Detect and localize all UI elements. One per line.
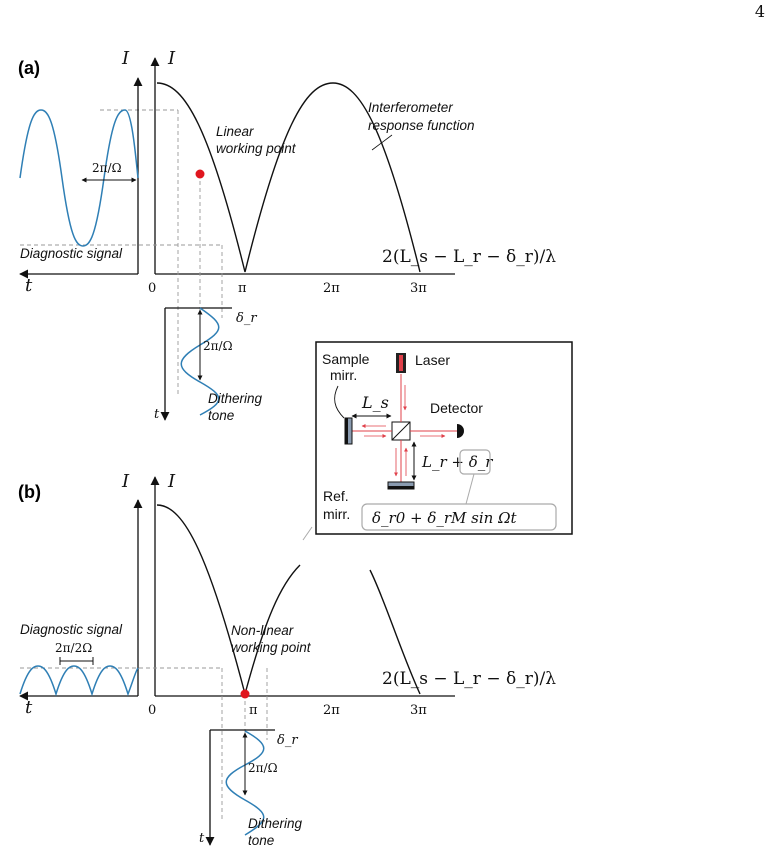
y-axis-label-b: I — [167, 471, 176, 492]
response-label-1: Interferometer — [368, 100, 453, 115]
dither-time-label: t — [154, 407, 160, 422]
diag-y-label: I — [121, 48, 130, 69]
diag-label: Diagnostic signal — [20, 246, 123, 261]
diag-signal-wave — [19, 109, 139, 247]
diag-label-b: Diagnostic signal — [20, 622, 123, 637]
diag-signal-wave-b — [19, 665, 139, 697]
dither-label-2: tone — [208, 408, 234, 423]
diag-period-label-b: 2π/2Ω — [55, 641, 92, 655]
dither-period-label: 2π/Ω — [203, 339, 233, 353]
x-axis-label: 2(L_s − L_r − δ_r)/λ — [382, 247, 556, 267]
panel-a-label: (a) — [18, 58, 40, 78]
time-label-b: t — [25, 697, 33, 718]
dither-axis-label: δ_r — [236, 311, 257, 326]
dither-label-b-2: tone — [248, 833, 274, 848]
panel-a: (a) I 0 π 2π 3π 2(L_s − L_r − δ_r)/λ Int… — [18, 48, 556, 423]
tick-2pi-b: 2π — [323, 703, 340, 718]
dither-label-b-1: Dithering — [248, 816, 303, 831]
ref-label-2: mirr. — [323, 506, 350, 522]
panel-b-label: (b) — [18, 482, 41, 502]
detector-icon — [457, 424, 464, 438]
tick-0-b: 0 — [148, 703, 156, 718]
sample-label-1: Sample — [322, 351, 370, 367]
tick-2pi: 2π — [323, 281, 340, 296]
working-point-label-1: Linear — [216, 124, 254, 139]
response-curve-b — [156, 504, 301, 697]
tick-0: 0 — [148, 281, 156, 296]
setup-box — [315, 341, 573, 535]
dither-axis-label-b: δ_r — [277, 733, 298, 748]
dither-period-label-b: 2π/Ω — [248, 761, 278, 775]
ls-label: L_s — [361, 393, 389, 412]
sample-label-2: mirr. — [330, 367, 357, 383]
response-curve — [156, 82, 421, 273]
lr-label: L_r + δ_r — [421, 453, 493, 471]
ref-label-1: Ref. — [323, 488, 349, 504]
working-point-label-b-2: working point — [231, 640, 312, 655]
laser-label: Laser — [415, 352, 450, 368]
working-point-label-2: working point — [216, 141, 297, 156]
panel-b: (b) I 0 π 2π 3π 2(L_s − L_r − δ_r)/λ Non… — [18, 471, 556, 848]
tick-3pi: 3π — [410, 281, 427, 296]
tick-pi: π — [238, 281, 247, 296]
time-label: t — [25, 275, 33, 296]
diag-period-label: 2π/Ω — [92, 161, 122, 175]
guide-lines — [20, 109, 223, 395]
dither-formula: δ_r0 + δ_rM sin Ωt — [372, 509, 518, 527]
diag-y-label-b: I — [121, 471, 130, 492]
dither-time-label-b: t — [199, 831, 205, 846]
tick-3pi-b: 3π — [410, 703, 427, 718]
dither-wave-b — [225, 730, 265, 836]
dither-label-1: Dithering — [208, 391, 263, 406]
tick-pi-b: π — [249, 703, 258, 718]
linear-working-point — [195, 169, 205, 179]
setup-inset: Laser Sample mirr. L_s Detector Ref. mir… — [315, 341, 573, 535]
dither-wave — [180, 307, 220, 416]
nonlinear-working-point — [240, 689, 250, 699]
x-axis-label-b: 2(L_s − L_r − δ_r)/λ — [382, 669, 556, 689]
working-point-label-b-1: Non-linear — [231, 623, 294, 638]
page-number: 4 — [754, 2, 765, 21]
detector-label: Detector — [430, 400, 483, 416]
response-label-2: response function — [368, 118, 475, 133]
y-axis-label: I — [167, 48, 176, 69]
dither-formula-box — [361, 503, 557, 531]
